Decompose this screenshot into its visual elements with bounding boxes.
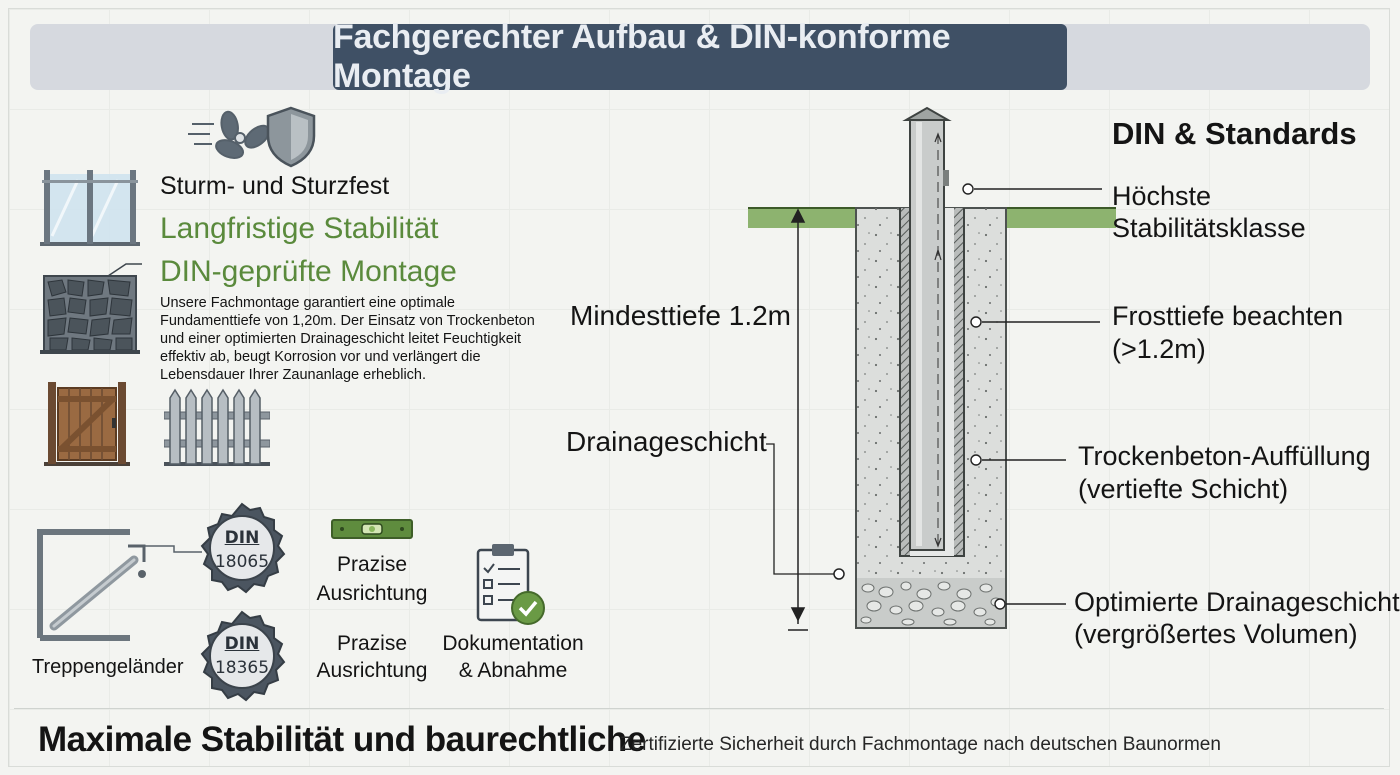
fence-post	[902, 106, 952, 551]
footer-headline: Maximale Stabilität und baurechtliche	[38, 720, 646, 759]
wooden-gate-icon	[44, 382, 130, 466]
checklist-icon	[476, 544, 545, 625]
storm-heading: Sturm- und Sturzfest	[160, 172, 390, 200]
wind-shield-icons	[188, 106, 316, 168]
shield-icon	[266, 106, 316, 168]
drain-leader	[766, 443, 836, 575]
callout-dry-concrete: Trockenbeton-Auffüllung (vertiefte Schic…	[1078, 441, 1371, 504]
callout-frost: Frosttiefe beachten (>1.2m)	[1112, 301, 1344, 364]
stair-railing-label: Treppengeländer	[32, 656, 184, 678]
stability-heading: Langfristige Stabilität	[160, 212, 439, 245]
callout-stability: Höchste Stabilitätsklasse	[1112, 181, 1306, 243]
page-title: Fachgerechter Aufbau & DIN-konforme Mont…	[333, 18, 1067, 95]
din-badge-2-number: 18365	[214, 658, 270, 678]
wind-turbine-icon	[188, 110, 271, 160]
footer-subtitle: Zertifizierte Sicherheit durch Fachmonta…	[620, 734, 1221, 755]
standards-title: DIN & Standards	[1112, 116, 1357, 151]
foundation-diagram	[748, 106, 1116, 631]
depth-dimension	[788, 208, 808, 631]
din-heading: DIN-geprüfte Montage	[160, 255, 457, 288]
din-badge-1-top: DIN	[224, 528, 260, 548]
din-badge-2-top: DIN	[224, 634, 260, 654]
spirit-level-icon	[331, 519, 413, 539]
description-text: Unsere Fachmontage garantiert eine optim…	[160, 295, 535, 383]
din-18065-badge	[200, 502, 286, 594]
din-18365-badge	[200, 610, 286, 702]
glass-fence-icon	[40, 170, 140, 246]
callout-drainage: Optimierte Drainageschicht (vergrößertes…	[1074, 587, 1400, 649]
din-badge-1-number: 18065	[214, 552, 270, 572]
stair-railing-icon	[37, 529, 202, 641]
depth-label: Mindesttiefe 1.2m	[570, 300, 791, 331]
drainage-label: Drainageschicht	[566, 426, 767, 457]
level-label-2: Prazise Ausrichtung	[316, 632, 428, 682]
documentation-label: Dokumentation & Abnahme	[442, 632, 584, 682]
level-label-1: Prazise Ausrichtung	[316, 553, 428, 605]
callout-leaders	[962, 183, 1102, 610]
ground-right	[1006, 208, 1116, 228]
footer-divider	[14, 708, 1384, 709]
picket-fence-icon	[164, 388, 270, 466]
gabion-fence-icon	[40, 263, 142, 354]
drainage-layer	[857, 578, 1005, 627]
